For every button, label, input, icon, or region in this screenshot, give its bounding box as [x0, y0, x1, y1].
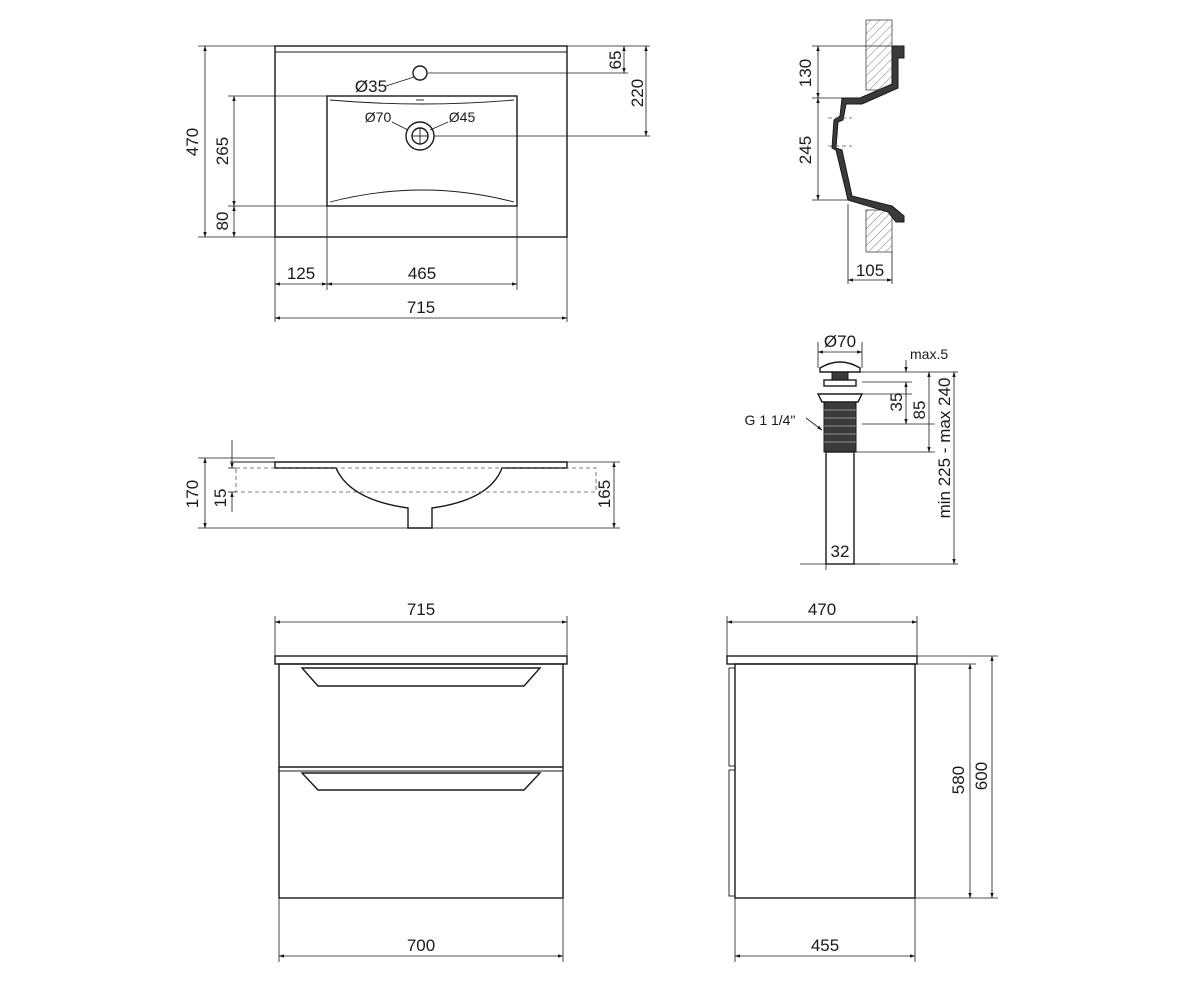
- dim-drain-total-length: min 225 - max 240: [935, 378, 954, 519]
- dim-cabinet-body-height: 580: [949, 766, 968, 794]
- dim-drain-thread: G 1 1/4": [745, 412, 796, 428]
- dim-drain-offset: 220: [628, 79, 647, 107]
- basin-front-curve: [329, 189, 515, 203]
- basin-outline: [326, 95, 518, 207]
- drain-detail: Ø70 max.5 35 85 min 225 - max 240 G 1 1/…: [745, 332, 958, 570]
- dim-drain-head-to-flange: 35: [887, 393, 906, 412]
- tap-hole: [412, 65, 428, 81]
- dim-cabinet-total-height: 600: [972, 762, 991, 790]
- sink-front-profile: [274, 461, 568, 529]
- front-section: 170 15 165: [183, 440, 620, 529]
- dim-drain-outer-diameter: Ø70: [365, 109, 392, 125]
- cabinet-side-body: [734, 663, 916, 899]
- dim-drain-pipe-diameter: 32: [831, 542, 850, 561]
- dim-overall-height: 170: [183, 480, 202, 508]
- dim-cabinet-body-width: 700: [407, 936, 435, 955]
- cabinet-top: [274, 655, 568, 665]
- dim-front-margin: 80: [213, 212, 232, 231]
- dim-basin-depth: 265: [213, 137, 232, 165]
- dim-total-width: 715: [407, 298, 435, 317]
- dim-drain-inner-diameter: Ø45: [449, 109, 476, 125]
- cabinet-side-top: [726, 655, 918, 665]
- dim-cabinet-top-depth: 470: [808, 600, 836, 619]
- basin-section-profile: [831, 45, 905, 223]
- top-view: 470 265 80 65 220 125 465 715 Ø35 Ø70 Ø4…: [183, 45, 650, 322]
- dim-basin-offset: 125: [287, 264, 315, 283]
- dim-tap-hole-offset: 65: [606, 51, 625, 70]
- drain-body: [823, 401, 857, 453]
- drawer-handle-bottom: [300, 772, 542, 791]
- dim-bowl-height: 165: [595, 480, 614, 508]
- dim-drain-head-diameter: Ø70: [824, 332, 856, 351]
- cabinet-front-view: 715 700: [274, 600, 568, 962]
- drain-head: [819, 361, 861, 373]
- side-section: 130 245 105: [796, 19, 905, 284]
- dim-drain-body-length: 85: [910, 401, 929, 420]
- hidden-bowl: [235, 467, 597, 493]
- dim-section-basin-depth: 245: [796, 136, 815, 164]
- dim-total-depth: 470: [183, 128, 202, 156]
- dim-rim-thickness: 15: [211, 489, 230, 508]
- wall-hatch-top: [865, 19, 893, 91]
- dim-top-to-basin: 130: [796, 59, 815, 87]
- cabinet-side-view: 470 455 580 600: [726, 600, 998, 962]
- dim-drain-max-gap: max.5: [910, 346, 948, 362]
- dim-cabinet-top-width: 715: [407, 600, 435, 619]
- dim-tap-hole-diameter: Ø35: [355, 77, 387, 96]
- dim-section-width: 105: [856, 261, 884, 280]
- cabinet-body: [278, 663, 564, 899]
- dim-cabinet-body-depth: 455: [811, 936, 839, 955]
- dim-basin-width: 465: [408, 264, 436, 283]
- drawer-handle-top: [300, 667, 542, 687]
- wall-hatch-bottom: [865, 209, 893, 253]
- sink-outline: [274, 45, 568, 238]
